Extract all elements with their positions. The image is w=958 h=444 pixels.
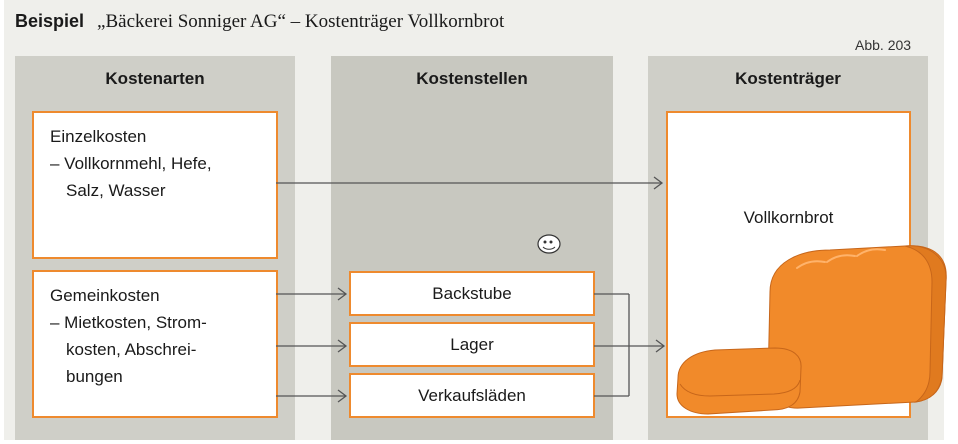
- box-gemeinkosten: Gemeinkosten – Mietkosten, Strom- kosten…: [32, 270, 278, 418]
- box-lager: Lager: [349, 322, 595, 367]
- kostenstelle-lager: Lager: [450, 335, 494, 354]
- box-verkaufslaeden: Verkaufsläden: [349, 373, 595, 418]
- gemeinkosten-line3: bungen: [66, 367, 123, 386]
- box-backstube: Backstube: [349, 271, 595, 316]
- box-einzelkosten: Einzelkosten – Vollkornmehl, Hefe, Salz,…: [32, 111, 278, 259]
- gemeinkosten-line2: kosten, Abschrei-: [66, 340, 197, 359]
- einzelkosten-heading: Einzelkosten: [50, 127, 147, 146]
- arrow-head-einzelkosten: [653, 176, 664, 190]
- gemeinkosten-line1: – Mietkosten, Strom-: [50, 313, 207, 332]
- column-heading-kostenarten: Kostenarten: [105, 69, 205, 88]
- figure-title: Beispiel „Bäckerei Sonniger AG“ – Kosten…: [15, 11, 504, 33]
- kostentraeger-product: Vollkornbrot: [743, 208, 834, 227]
- title-label: Beispiel: [15, 11, 85, 31]
- arrow-head-kostenstellen: [655, 339, 666, 353]
- column-kostenarten: Kostenarten Einzelkosten – Vollkornmehl,…: [15, 56, 295, 440]
- column-kostenstellen: Kostenstellen Backstube Lager Verkaufslä…: [331, 56, 613, 440]
- kostenstelle-backstube: Backstube: [432, 284, 512, 303]
- einzelkosten-line1: – Vollkornmehl, Hefe,: [50, 154, 212, 173]
- kostenstelle-verkaufslaeden: Verkaufsläden: [418, 386, 526, 405]
- figure-reference: Abb. 203: [855, 37, 912, 53]
- gemeinkosten-heading: Gemeinkosten: [50, 286, 160, 305]
- einzelkosten-line2: Salz, Wasser: [66, 181, 166, 200]
- title-text: „Bäckerei Sonniger AG“ – Kostenträger Vo…: [97, 11, 505, 32]
- column-heading-kostentraeger: Kostenträger: [735, 69, 841, 88]
- column-heading-kostenstellen: Kostenstellen: [416, 69, 528, 88]
